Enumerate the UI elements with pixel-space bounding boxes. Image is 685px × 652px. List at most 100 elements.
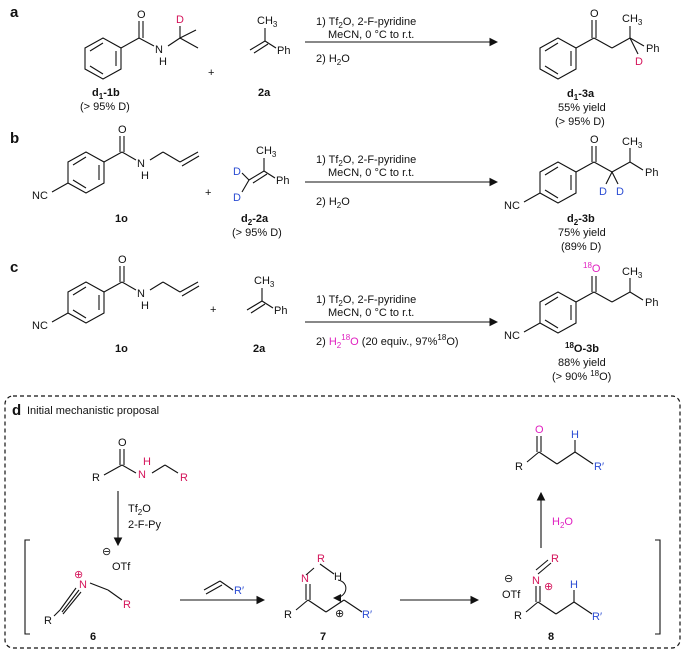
atom-o: O <box>590 134 599 146</box>
phenyl: Ph <box>646 43 659 55</box>
intermediate-label: 8 <box>548 631 554 643</box>
atom-o: O <box>535 424 544 436</box>
condition-step2: 2) H218O (20 equiv., 97%18O) <box>316 333 459 350</box>
nitrile: NC <box>504 330 520 342</box>
condition-step2: 2) H2O <box>316 53 350 67</box>
panel-c: c O N H NC 1o + CH3 <box>10 254 658 383</box>
compound-name: d2-3b <box>567 213 595 227</box>
reagent-base: 2-F-Py <box>128 519 162 531</box>
atom-n: N <box>301 573 309 585</box>
product-18o-3b: 18O CH3 Ph NC 18O-3b 88% yield (> 90% 18… <box>504 261 658 383</box>
benzene-ring <box>539 37 577 80</box>
start-amide: R O N H R <box>92 437 188 484</box>
atom-h: H <box>334 571 342 583</box>
panel-label-b: b <box>10 130 19 147</box>
final-ketone: O H R R′ <box>515 424 604 473</box>
methyl: CH3 <box>622 13 643 27</box>
condition-step1-line2: MeCN, 0 °C to r.t. <box>328 307 414 319</box>
group-r: R <box>514 610 522 622</box>
group-r: R <box>551 553 559 565</box>
panel-b: b O N H NC 1o + <box>10 124 658 253</box>
product-d2-3b: O D D CH3 Ph NC d2-3b 75% yield (89% D) <box>504 134 658 253</box>
compound-name: d2-2a <box>241 213 269 227</box>
atom-h: H <box>141 170 149 182</box>
methyl: CH3 <box>257 15 278 29</box>
phenyl: Ph <box>274 305 287 317</box>
phenyl: Ph <box>277 45 290 57</box>
group-r: R <box>44 615 52 627</box>
atom-o: O <box>118 437 127 449</box>
plus-charge: ⊕ <box>544 581 553 593</box>
panel-label-a: a <box>10 4 19 21</box>
group-r-prime: R′ <box>362 609 372 621</box>
nitrile: NC <box>32 320 48 332</box>
compound-name: 2a <box>253 343 266 355</box>
intermediate-6: ⊖ OTf N ⊕ R R 6 <box>44 546 131 643</box>
panel-d: d Initial mechanistic proposal R O N H R… <box>4 395 681 649</box>
triflate: OTf <box>112 561 131 573</box>
yield: 88% yield <box>558 357 606 369</box>
reactant-2a: CH3 Ph 2a <box>246 275 287 355</box>
group-r: R <box>180 472 188 484</box>
benzene-ring <box>84 37 122 80</box>
condition-step1: 1) Tf2O, 2-F-pyridine <box>316 154 416 168</box>
atom-d1: D <box>599 186 607 198</box>
panel-label-d: d <box>12 402 21 419</box>
plus-sign: + <box>208 67 214 79</box>
compound-name: d1-3a <box>567 88 595 102</box>
atom-d: D <box>176 14 184 26</box>
purity: (> 95% D) <box>80 101 130 113</box>
plus-charge: ⊕ <box>74 569 83 581</box>
yield: 75% yield <box>558 227 606 239</box>
reactant-1o: O N H NC 1o <box>32 124 200 225</box>
atom-n: N <box>137 288 145 300</box>
condition-step1-line2: MeCN, 0 °C to r.t. <box>328 29 414 41</box>
group-r-prime: R′ <box>592 611 602 623</box>
compound-name: 2a <box>258 87 271 99</box>
atom-o: O <box>590 8 599 20</box>
minus-charge: ⊖ <box>102 546 111 558</box>
reactant-d2-2a: D D CH3 Ph d2-2a (> 95% D) <box>232 145 289 239</box>
group-r-prime: R′ <box>234 585 244 597</box>
atom-h: H <box>570 579 578 591</box>
methyl: CH3 <box>256 145 277 159</box>
methyl: CH3 <box>254 275 275 289</box>
group-r: R <box>515 461 523 473</box>
reagent-water: H2O <box>552 516 573 530</box>
atom-d: D <box>635 56 643 68</box>
purity: (> 95% D) <box>555 116 605 128</box>
plus-sign: + <box>210 304 216 316</box>
yield: 55% yield <box>558 102 606 114</box>
left-bracket <box>24 539 30 635</box>
atom-n: N <box>79 579 87 591</box>
alkene-reagent: R′ <box>203 580 244 597</box>
compound-name: d1-1b <box>92 87 120 101</box>
reactant-d1-1b: O N H D d1-1b (> 95% D) <box>80 9 199 113</box>
panel-title: Initial mechanistic proposal <box>27 405 159 417</box>
condition-step1: 1) Tf2O, 2-F-pyridine <box>316 294 416 308</box>
atom-o: O <box>118 124 127 136</box>
condition-step1: 1) Tf2O, 2-F-pyridine <box>316 16 416 30</box>
reactant-2a: CH3 Ph 2a <box>249 15 290 99</box>
compound-name: 18O-3b <box>565 341 599 355</box>
intermediate-label: 7 <box>320 631 326 643</box>
atom-n: N <box>532 575 540 587</box>
atom-d2: D <box>233 192 241 204</box>
atom-h: H <box>159 56 167 68</box>
atom-n: N <box>138 469 146 481</box>
group-r: R <box>123 599 131 611</box>
atom-o: O <box>137 9 146 21</box>
atom-h: H <box>571 429 579 441</box>
group-r: R <box>317 553 325 565</box>
reactant-1o: O N H NC 1o <box>32 254 200 355</box>
compound-name: 1o <box>115 213 128 225</box>
purity: (> 95% D) <box>232 227 282 239</box>
reagent-tf2o: Tf2O <box>128 503 151 517</box>
panel-label-c: c <box>10 259 18 276</box>
phenyl: Ph <box>645 167 658 179</box>
product-d1-3a: O CH3 Ph D d1-3a 55% yield (> 95% D) <box>539 8 659 128</box>
group-r-prime: R′ <box>594 461 604 473</box>
atom-o18: 18O <box>583 261 601 275</box>
atom-o: O <box>118 254 127 266</box>
